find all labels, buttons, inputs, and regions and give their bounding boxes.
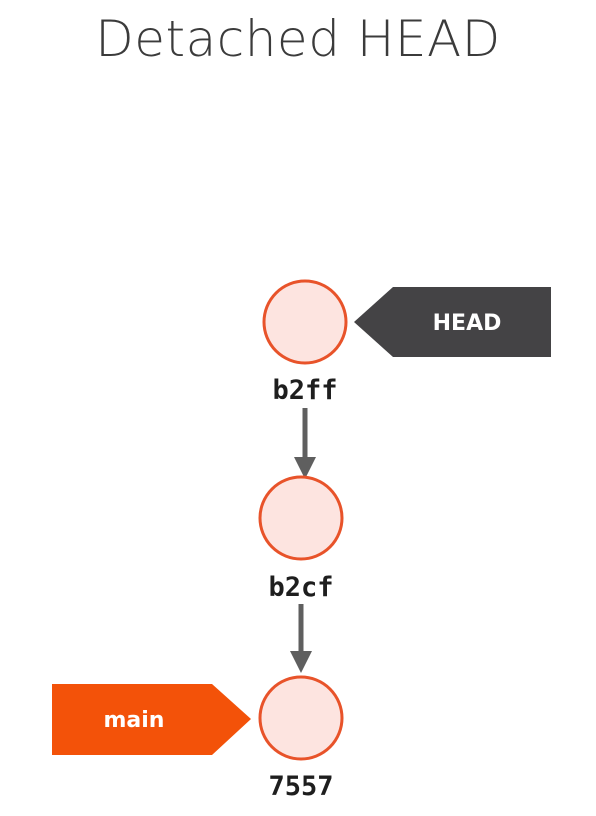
commit-id-label: 7557 — [268, 771, 333, 802]
main-branch-tag[interactable]: main — [52, 684, 251, 755]
main-branch-shape[interactable] — [52, 684, 251, 755]
commit-circle[interactable] — [258, 675, 344, 761]
arrow-head — [294, 457, 316, 479]
commit-id-label: b2ff — [272, 375, 337, 406]
parent-arrow-b2cf-7557 — [290, 604, 312, 673]
commit-node-b2ff[interactable]: b2ff — [262, 279, 348, 406]
commit-node-7557[interactable]: 7557 — [258, 675, 344, 802]
arrow-head — [290, 651, 312, 673]
head-ref-label: HEAD — [433, 311, 502, 336]
commit-node-b2cf[interactable]: b2cf — [258, 475, 344, 603]
head-ref-shape[interactable] — [354, 287, 551, 357]
head-ref-tag[interactable]: HEAD — [354, 287, 551, 357]
diagram-title: Detached HEAD — [95, 10, 501, 68]
parent-arrow-b2ff-b2cf — [294, 408, 316, 479]
commit-circle[interactable] — [258, 475, 344, 561]
main-branch-label: main — [104, 708, 165, 733]
commit-id-label: b2cf — [268, 572, 333, 603]
commit-circle[interactable] — [262, 279, 348, 365]
